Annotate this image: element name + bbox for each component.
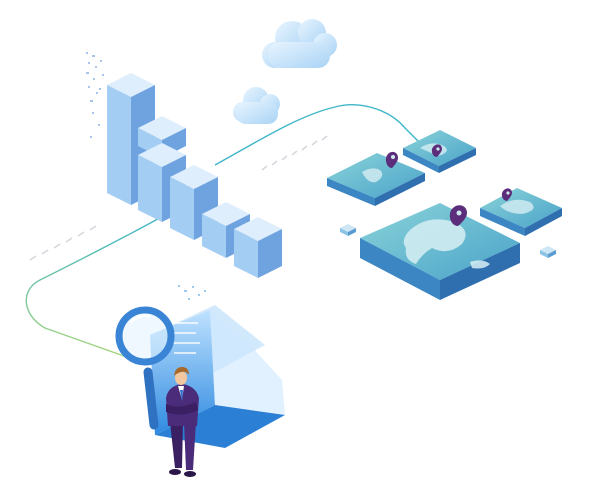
connector-line	[25, 214, 166, 361]
small-cube	[540, 246, 556, 258]
map-pin-icon	[449, 205, 467, 226]
map-tile	[327, 153, 425, 206]
cloud-icon	[233, 87, 280, 124]
magnifying-glass-icon	[115, 306, 175, 430]
map-tile	[480, 188, 562, 236]
data-stream	[86, 52, 104, 138]
connector-line	[214, 104, 421, 166]
isometric-bar-chart	[107, 73, 282, 278]
map-pin-icon	[431, 144, 442, 157]
map-pin-icon	[501, 188, 512, 201]
chart-bar	[234, 217, 282, 278]
chevron-arrows-icon	[29, 225, 97, 261]
cloud-icon	[262, 19, 337, 68]
world-map-tile	[360, 203, 520, 300]
map-pin-icon	[385, 151, 398, 168]
small-cube	[340, 224, 356, 236]
businessman-figure	[166, 367, 199, 477]
chevron-arrows-icon	[261, 135, 328, 171]
